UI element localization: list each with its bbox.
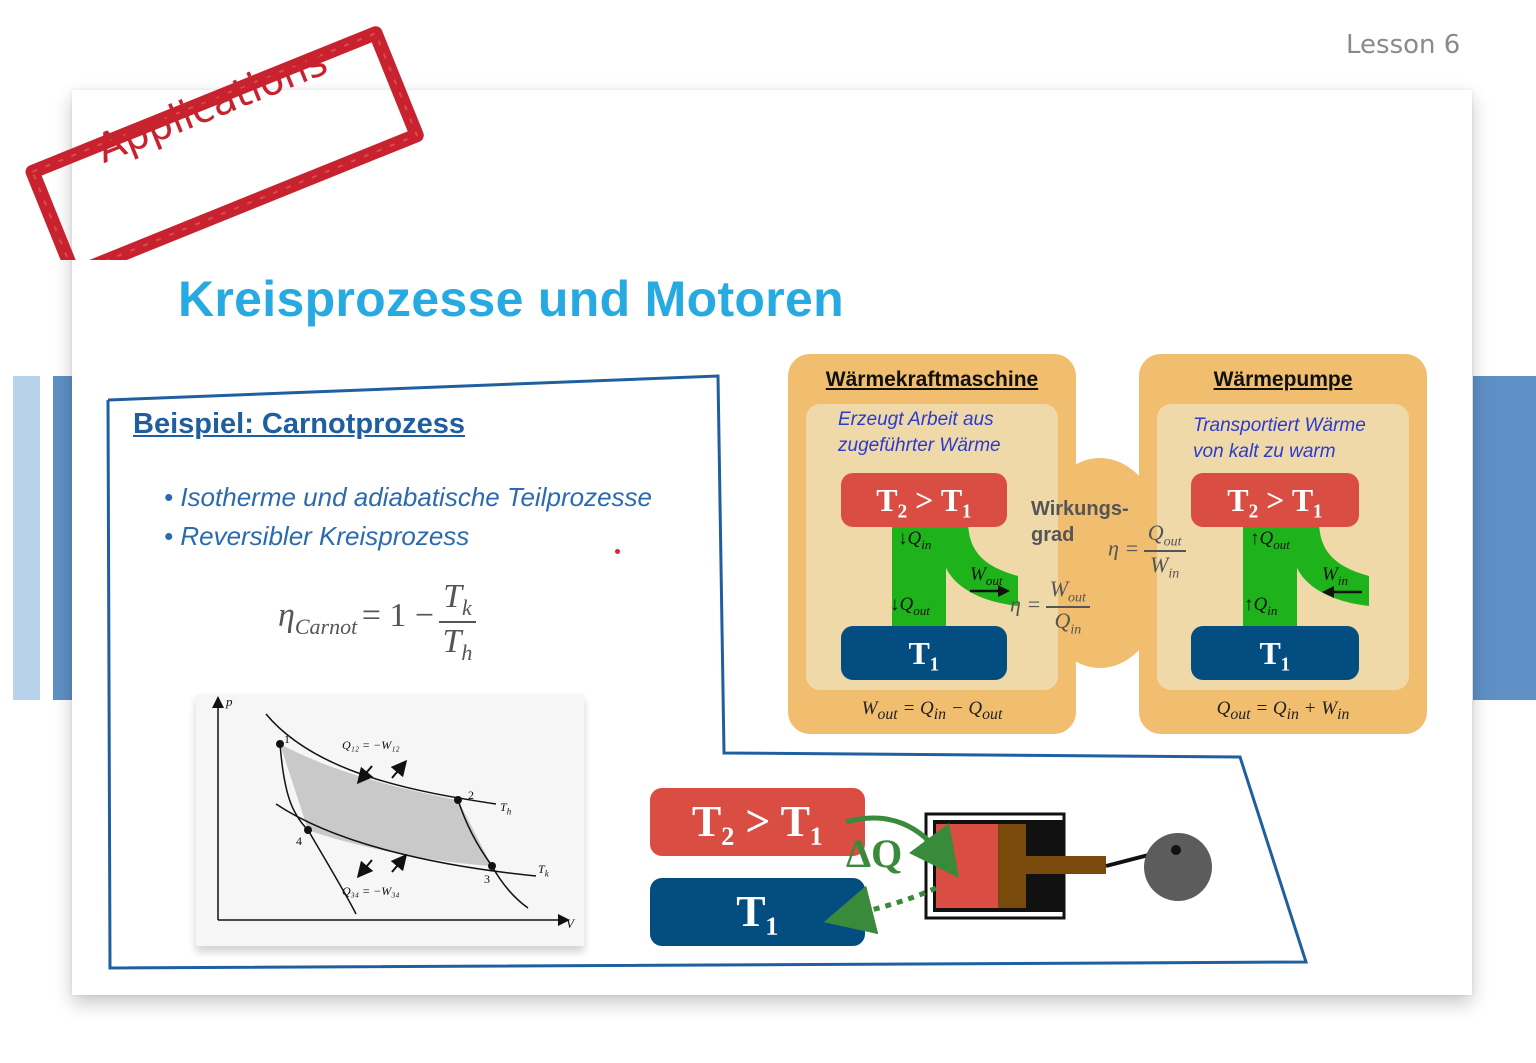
heat-engine-hot-reservoir: T₂ > T₁ [841, 473, 1007, 527]
heat-engine-w-out: Wout [970, 564, 1003, 588]
heat-pump-q-out: ↑Qout [1250, 528, 1290, 552]
heat-pump-w-in: Win [1322, 564, 1348, 588]
pv-top-label: Q₁₂ = −W₁₂ [342, 738, 400, 752]
bullet-list: • Isotherme und adiabatische Teilprozess… [164, 482, 652, 552]
heat-engine-flow [806, 520, 1058, 628]
pv-diagram: p V 1 2 3 4 Th Tk Q₁₂ = −W₁₂ Q₃₄ = −W₃₄ [196, 694, 584, 946]
heat-pump-hot-reservoir: T₂ > T₁ [1191, 473, 1359, 527]
heat-engine-description: Erzeugt Arbeit aus zugeführter Wärme [838, 409, 1001, 456]
heat-pump-q-in: ↑Qin [1244, 594, 1278, 618]
heat-pump-cold-reservoir: T₁ [1191, 626, 1359, 680]
laser-dot [615, 549, 620, 554]
carnot-formula: ηCarnot = 1 − Tk Th [278, 578, 477, 666]
pv-point-2: 2 [468, 788, 474, 802]
example-frame [100, 370, 1315, 975]
lesson-label: Lesson 6 [1346, 30, 1461, 60]
pv-axis-p: p [226, 694, 233, 709]
heat-pump-title: Wärmepumpe [1213, 368, 1353, 391]
applications-stamp: Applications [10, 10, 430, 260]
bullet-item: • Isotherme und adiabatische Teilprozess… [164, 482, 652, 512]
heat-pump-balance-text: Qout = Qin + Win [1216, 698, 1350, 723]
engine-efficiency-formula: η = Wout Qin [1010, 576, 1090, 639]
pv-bottom-label: Q₃₄ = −W₃₄ [342, 884, 400, 898]
slide-title: Kreisprozesse und Motoren [178, 271, 844, 327]
arrow-right-icon [970, 585, 1010, 597]
model-hot-reservoir: T₂ > T₁ [650, 788, 865, 856]
pv-point-4: 4 [296, 834, 302, 848]
heat-engine-balance-text: Wout = Qin − Qout [861, 698, 1003, 723]
left-accent-bar-dark [53, 376, 72, 700]
heat-engine-cold-reservoir: T₁ [841, 626, 1007, 680]
pump-efficiency-formula: η = Qout Win [1108, 520, 1186, 583]
pv-point-3: 3 [484, 872, 490, 886]
delta-q-label: ΔQ [846, 831, 903, 876]
heat-engine-q-in: ↓Qin [898, 528, 932, 552]
heat-engine-balance: Wout = Qin − Qout [788, 698, 1076, 724]
heat-pump-flow [1157, 520, 1409, 628]
heat-pump-description: Transportiert Wärme von kalt zu warm [1193, 415, 1366, 462]
pv-axis-v: V [566, 916, 574, 931]
pv-point-1: 1 [284, 732, 290, 746]
example-heading: Beispiel: Carnotprozess [133, 408, 465, 440]
right-accent-bar [1473, 376, 1536, 700]
heat-engine-title: Wärmekraftmaschine [825, 368, 1039, 391]
pv-isotherm-hot: Th [500, 800, 512, 817]
pv-isotherm-cold: Tk [538, 862, 549, 879]
arrow-left-icon [1322, 586, 1362, 598]
left-accent-bar-light [13, 376, 40, 700]
bullet-item: • Reversibler Kreisprozess [164, 521, 470, 551]
piston-engine [820, 800, 1240, 940]
heat-engine-q-out: ↓Qout [890, 594, 930, 618]
efficiency-label: Wirkungs- grad [1031, 498, 1129, 546]
heat-pump-balance: Qout = Qin + Win [1139, 698, 1427, 724]
